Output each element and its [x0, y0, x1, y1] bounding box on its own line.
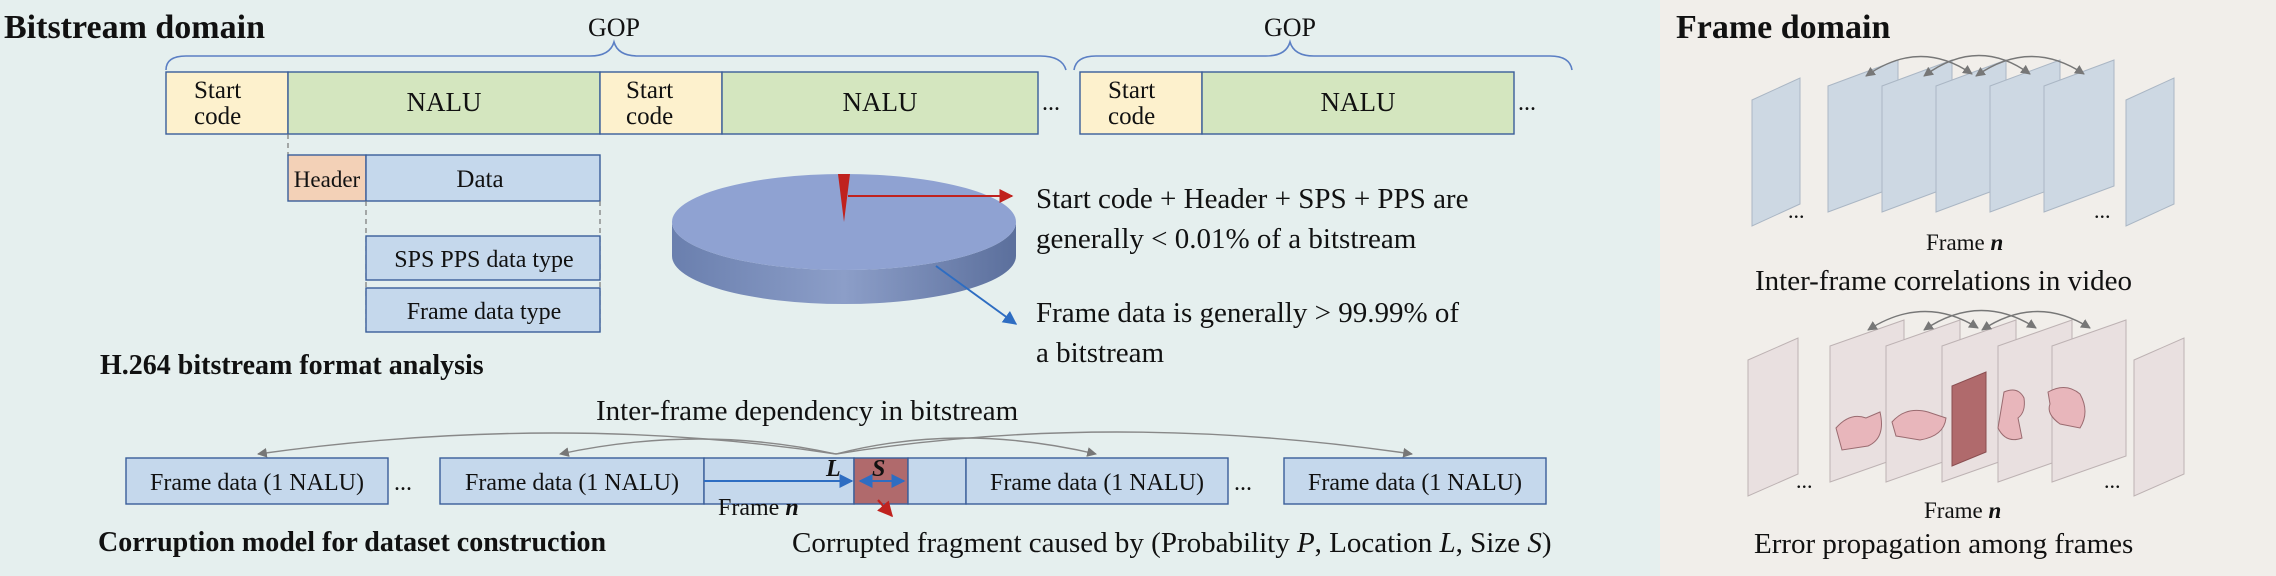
- top-frame-n-label: Frame n: [1926, 230, 2003, 255]
- frame-plane: [2126, 78, 2174, 226]
- gop-brace-2: [1074, 42, 1572, 70]
- dependency-arc-left-long: [258, 433, 836, 454]
- top-frame-stack: [1752, 55, 2174, 226]
- frame-data-1-label: Frame data (1 NALU): [150, 470, 364, 496]
- dependency-arc-left-short: [560, 439, 836, 454]
- dependency-arc-right-long: [836, 432, 1412, 454]
- nalu-2-label: NALU: [843, 87, 918, 117]
- start-code-2-line1: Start: [626, 77, 673, 104]
- bitstream-domain-title: Bitstream domain: [4, 9, 265, 46]
- label-L: L: [825, 456, 841, 482]
- start-code-1-line1: Start: [194, 77, 241, 104]
- label-S: S: [872, 456, 885, 482]
- nalu-1-label: NALU: [407, 87, 482, 117]
- start-code-1-line2: code: [194, 103, 241, 130]
- frame-n-label: Frame n: [718, 495, 799, 521]
- corrupted-frame-n: [1952, 372, 1986, 466]
- dependency-arc-right-short: [836, 438, 1096, 454]
- gop-label-2: GOP: [1264, 13, 1316, 42]
- pie-chart: [672, 174, 1016, 304]
- start-code-2-line2: code: [626, 103, 673, 130]
- frame-data-type-label: Frame data type: [407, 299, 562, 325]
- gop-brace-1: [166, 42, 1066, 70]
- ellipsis-row-1: ...: [1042, 90, 1060, 116]
- nalu-3-label: NALU: [1321, 87, 1396, 117]
- dependency-title: Inter-frame dependency in bitstream: [596, 395, 1019, 427]
- top-ellipsis-right: ...: [2094, 198, 2111, 223]
- start-code-3-line2: code: [1108, 103, 1155, 130]
- analysis-caption: H.264 bitstream format analysis: [100, 350, 484, 381]
- ellipsis-row-3a: ...: [394, 470, 412, 496]
- frame-plane: [2134, 338, 2184, 496]
- sps-pps-type-label: SPS PPS data type: [394, 247, 573, 273]
- frame-n-tail: [908, 458, 966, 504]
- frame-plane: [1748, 338, 1798, 496]
- pie-note-2-line1: Frame data is generally > 99.99% of: [1036, 297, 1459, 329]
- bottom-ellipsis-right: ...: [2104, 468, 2121, 493]
- corruption-model-caption: Corruption model for dataset constructio…: [98, 527, 607, 558]
- corrupted-fragment-caption: Corrupted fragment caused by (Probabilit…: [792, 527, 1552, 559]
- top-ellipsis-left: ...: [1788, 198, 1805, 223]
- top-frame-caption: Inter-frame correlations in video: [1755, 265, 2132, 297]
- frame-plane: [2044, 60, 2114, 212]
- frame-data-3-label: Frame data (1 NALU): [990, 470, 1204, 496]
- frame-data-2-label: Frame data (1 NALU): [465, 470, 679, 496]
- bottom-ellipsis-left: ...: [1796, 468, 1813, 493]
- bottom-frame-caption: Error propagation among frames: [1754, 528, 2133, 560]
- start-code-3-line1: Start: [1108, 77, 1155, 104]
- pie-note-2-line2: a bitstream: [1036, 337, 1164, 369]
- header-label: Header: [294, 167, 361, 192]
- pie-note-1-line1: Start code + Header + SPS + PPS are: [1036, 183, 1468, 215]
- ellipsis-row-3b: ...: [1234, 470, 1252, 496]
- frame-domain-title: Frame domain: [1676, 9, 1890, 46]
- gop-label-1: GOP: [588, 13, 640, 42]
- bottom-frame-n-label: Frame n: [1924, 498, 2001, 523]
- pie-note-1-line2: generally < 0.01% of a bitstream: [1036, 223, 1417, 255]
- data-label: Data: [456, 166, 503, 193]
- ellipsis-row-1b: ...: [1518, 90, 1536, 116]
- frame-data-4-label: Frame data (1 NALU): [1308, 470, 1522, 496]
